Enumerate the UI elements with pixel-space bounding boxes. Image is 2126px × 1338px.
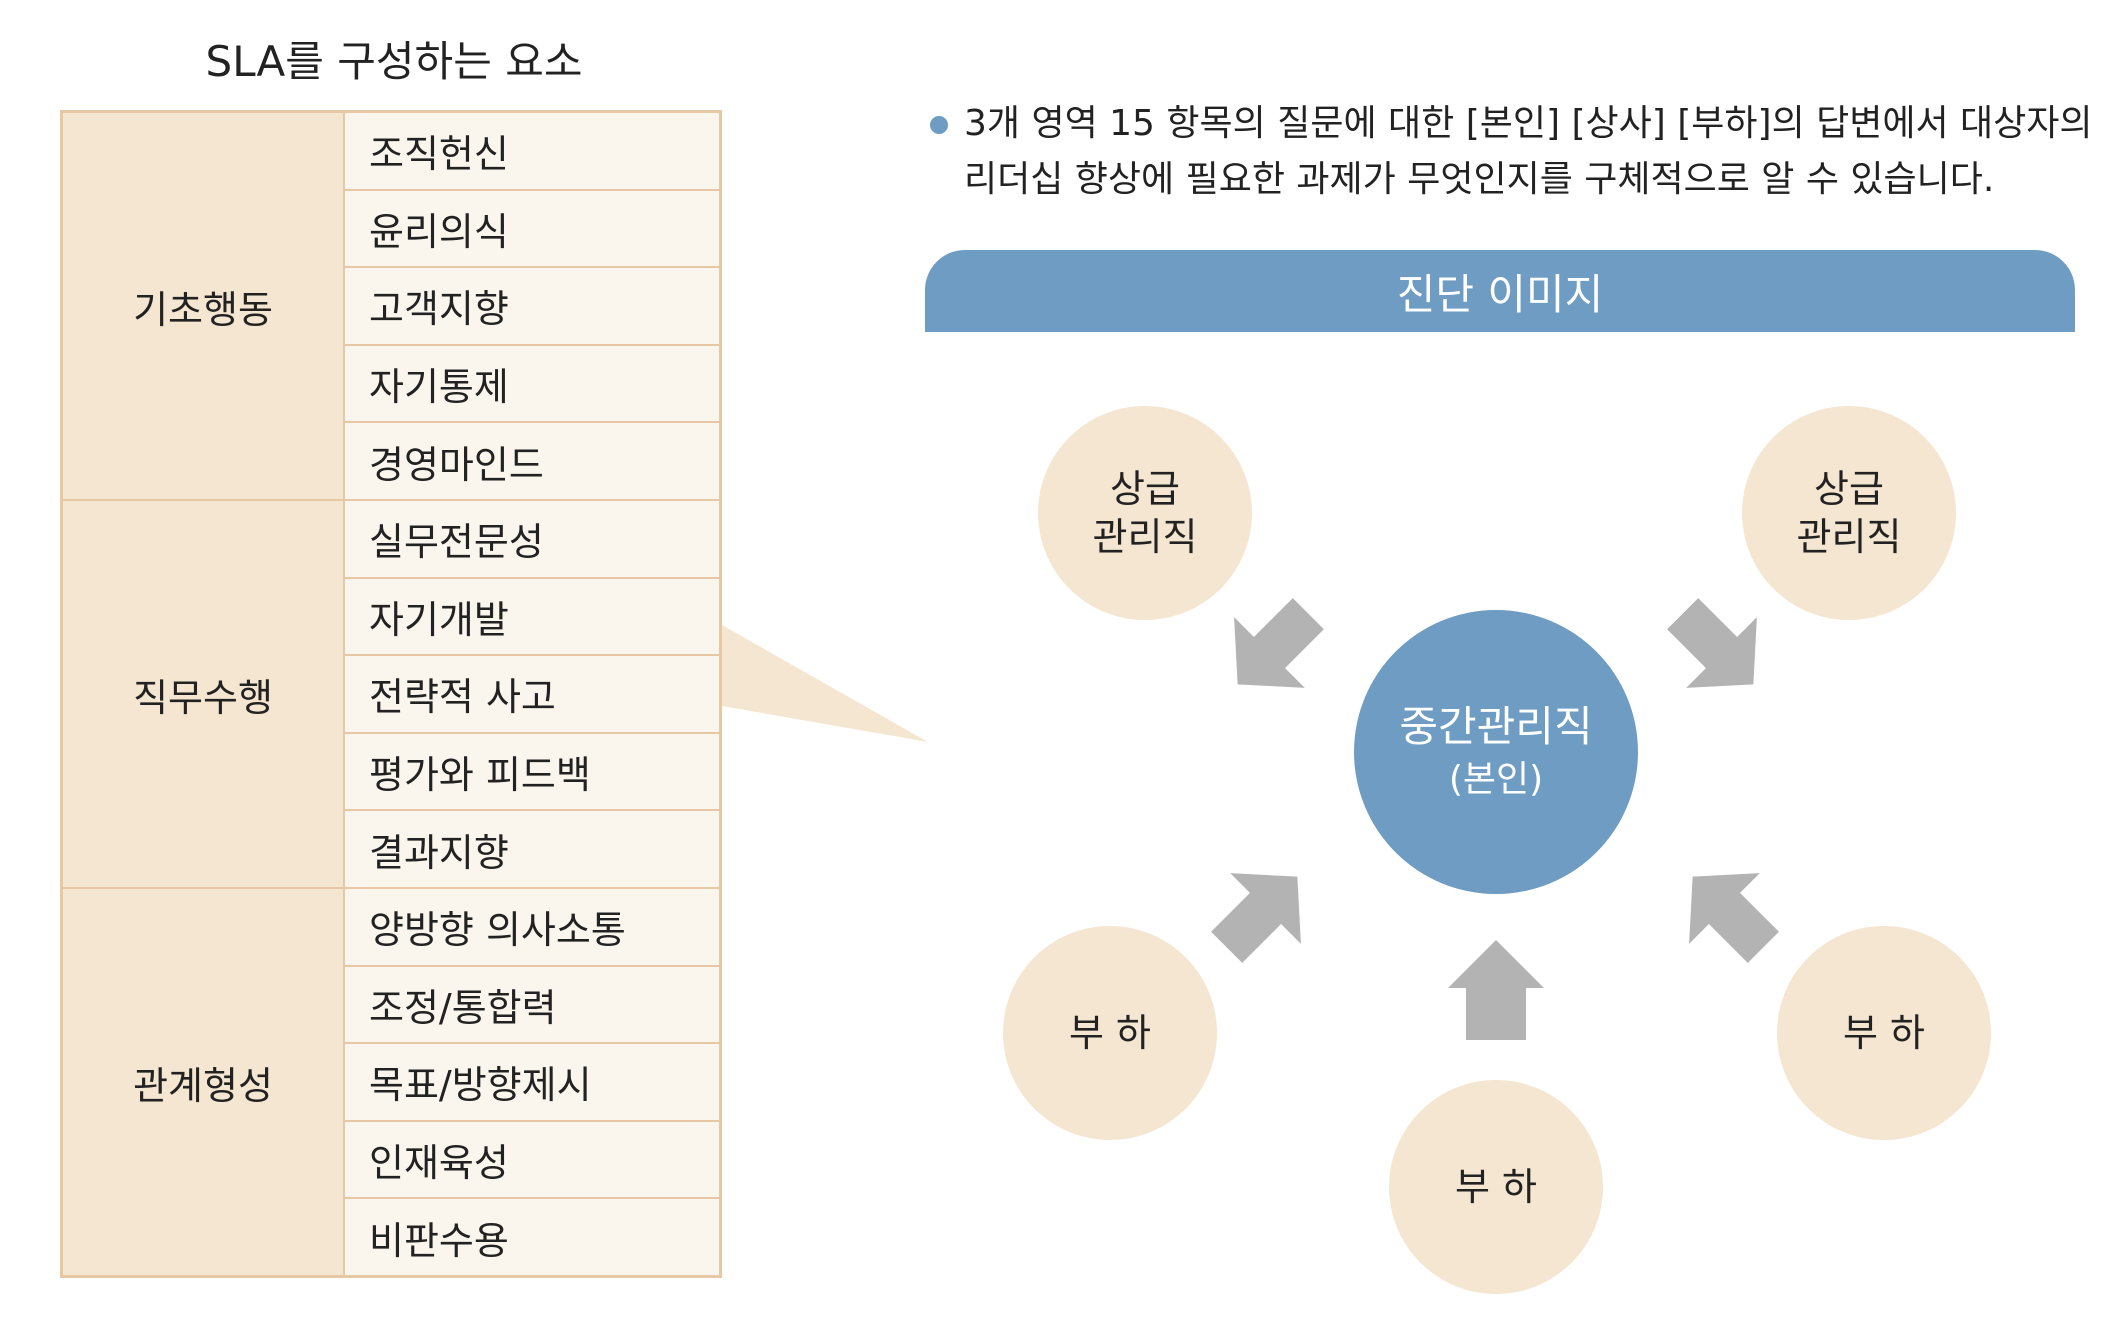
- arrow-bottom-right: [1689, 873, 1779, 963]
- table-row: 조직헌신: [369, 132, 509, 177]
- circle-label: 관리직: [1796, 515, 1902, 559]
- description-line: 3개 영역 15 항목의 질문에 대한 [본인] [상사] [부하]의 답변에서…: [964, 103, 2093, 144]
- circle-label: 부 하: [1069, 1011, 1151, 1055]
- table-caption: SLA를 구성하는 요소: [205, 37, 583, 86]
- circle-label: 상급: [1110, 467, 1180, 511]
- table-row: 비판수용: [345, 1197, 719, 1275]
- table-row: 경영마인드: [345, 421, 719, 499]
- bullet-icon: [930, 116, 948, 134]
- arrow-bottom-left: [1211, 873, 1301, 963]
- table-row: 평가와 피드백: [345, 731, 719, 810]
- group-job-performance: 직무수행 실무전문성 자기개발 전략적 사고 평가와 피드백 결과지향: [63, 499, 719, 887]
- arrow-bottom: [1448, 940, 1544, 1040]
- group-items: 조직헌신 윤리의식 고객지향 자기통제 경영마인드: [345, 113, 719, 499]
- circle-label: 상급: [1814, 467, 1884, 511]
- group-basic-behavior: 기초행동 조직헌신 윤리의식 고객지향 자기통제 경영마인드: [63, 113, 719, 499]
- table-row: 조정/통합력: [345, 964, 719, 1043]
- group-items: 실무전문성 자기개발 전략적 사고 평가와 피드백 결과지향: [345, 501, 719, 887]
- group-label: 관계형성: [63, 889, 345, 1275]
- diagnosis-banner: 진단 이미지: [925, 250, 2075, 332]
- center-circle: 중간관리직 (본인): [1354, 610, 1638, 894]
- table-row: 전략적 사고: [345, 654, 719, 732]
- group-label: 직무수행: [63, 501, 345, 887]
- table-row: 자기통제: [345, 343, 719, 422]
- table-row: 자기개발: [345, 576, 719, 655]
- circle-label: 부 하: [1843, 1011, 1925, 1055]
- center-subtitle: (본인): [1448, 759, 1544, 800]
- circle-label: 관리직: [1092, 515, 1198, 559]
- table-row: 윤리의식: [345, 188, 719, 267]
- description: 3개 영역 15 항목의 질문에 대한 [본인] [상사] [부하]의 답변에서…: [930, 96, 2093, 208]
- table-row: 목표/방향제시: [345, 1042, 719, 1120]
- table-row: 고객지향: [345, 266, 719, 344]
- table-row: 실무전문성: [369, 520, 544, 565]
- table-row: 결과지향: [345, 809, 719, 887]
- sla-elements-table: 기초행동 조직헌신 윤리의식 고객지향 자기통제 경영마인드 직무수행 실무전문…: [60, 110, 722, 1278]
- description-line: 리더십 향상에 필요한 과제가 무엇인지를 구체적으로 알 수 있습니다.: [964, 159, 1995, 200]
- superior-circle-right: 상급 관리직: [1742, 406, 1956, 620]
- arrow-top-right: [1667, 598, 1757, 688]
- superior-circle-left: 상급 관리직: [1038, 406, 1252, 620]
- center-title: 중간관리직: [1399, 702, 1593, 751]
- subordinate-circle-bottom: 부 하: [1389, 1080, 1603, 1294]
- subordinate-circle-left: 부 하: [1003, 926, 1217, 1140]
- arrow-top-left: [1234, 598, 1324, 688]
- group-label: 기초행동: [63, 113, 345, 499]
- table-row: 인재육성: [345, 1119, 719, 1198]
- circle-label: 부 하: [1455, 1165, 1537, 1209]
- subordinate-circle-right: 부 하: [1777, 926, 1991, 1140]
- table-row: 양방향 의사소통: [369, 908, 626, 953]
- group-relationship: 관계형성 양방향 의사소통 조정/통합력 목표/방향제시 인재육성 비판수용: [63, 887, 719, 1275]
- group-items: 양방향 의사소통 조정/통합력 목표/방향제시 인재육성 비판수용: [345, 889, 719, 1275]
